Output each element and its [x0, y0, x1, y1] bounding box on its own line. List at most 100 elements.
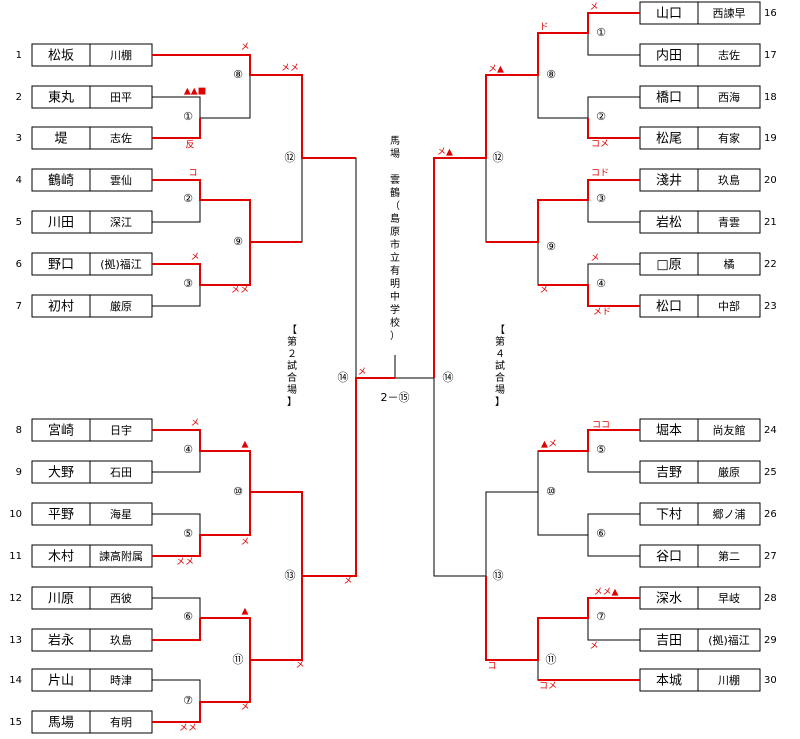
player-box[interactable]: 鶴崎雲仙4	[16, 168, 153, 192]
player-box[interactable]: 初村厳原7	[16, 294, 153, 318]
match-number: ⑪	[233, 653, 244, 666]
player-name: 宮崎	[48, 423, 74, 439]
player-affiliation: (拠)福江	[100, 257, 142, 271]
player-name: 大野	[48, 466, 74, 481]
match-number: ⑩	[546, 485, 556, 498]
player-name: 馬場	[48, 716, 74, 731]
seed-number: 27	[764, 551, 777, 562]
result-mark: メ▲	[488, 65, 504, 75]
seed-number: 23	[764, 301, 777, 312]
seed-number: 6	[16, 259, 22, 270]
venue-char: 第	[287, 335, 297, 348]
player-affiliation: 諫高附属	[99, 549, 143, 563]
player-box[interactable]: 岩永玖島13	[9, 628, 153, 652]
player-name: 川原	[48, 592, 74, 607]
seed-number: 18	[764, 92, 777, 103]
match-number: ⑪	[546, 653, 557, 666]
venue-char: 校	[390, 316, 400, 329]
seed-number: 30	[764, 675, 777, 686]
player-name: 谷口	[656, 550, 682, 565]
venue-char: 原	[390, 226, 400, 238]
seed-number: 17	[764, 50, 777, 61]
player-box[interactable]: 堤志佐3	[16, 126, 153, 150]
match-number: ⑤	[183, 527, 193, 540]
seed-number: 21	[764, 217, 777, 228]
player-box[interactable]: 松坂川棚1	[16, 43, 153, 67]
result-mark: メ	[190, 253, 199, 263]
player-name: 川田	[48, 216, 74, 231]
player-affiliation: 雲仙	[110, 174, 132, 187]
venue-char: 場	[390, 147, 400, 160]
player-affiliation: 郷ノ浦	[713, 507, 746, 521]
venue-char: 学	[390, 303, 400, 316]
seed-number: 22	[764, 259, 777, 270]
venue-char: 有	[390, 264, 400, 277]
player-affiliation: 有明	[110, 715, 132, 729]
match-number: ⑫	[285, 151, 296, 164]
seed-number: 20	[764, 175, 777, 186]
match-number: ⑧	[233, 68, 243, 81]
player-box[interactable]: 東丸田平2	[16, 85, 153, 109]
result-mark: コメ	[591, 140, 609, 150]
player-box[interactable]: 片山時津14	[9, 668, 153, 692]
match-number: ②	[596, 110, 606, 123]
match-number: ④	[596, 277, 606, 290]
result-mark: メ	[589, 642, 598, 652]
venue-char: ）	[390, 330, 400, 342]
player-box[interactable]: 大野石田9	[16, 460, 153, 484]
player-affiliation: 玖島	[718, 173, 740, 187]
player-box[interactable]: 宮崎日宇8	[16, 418, 153, 442]
match-number: ②	[183, 192, 193, 205]
venue-char: 】	[287, 396, 297, 408]
match-number: ⑬	[285, 569, 296, 582]
match-number: ⑦	[183, 694, 193, 707]
player-box[interactable]: 馬場有明15	[9, 710, 153, 734]
seed-number: 10	[9, 509, 22, 520]
seed-number: 25	[764, 467, 777, 478]
player-affiliation: 川棚	[718, 673, 740, 687]
player-name: 松尾	[656, 132, 682, 147]
player-box[interactable]: 野口(拠)福江6	[16, 252, 153, 276]
player-affiliation: 中部	[718, 299, 740, 313]
match-number: ⑥	[596, 527, 606, 540]
seed-number: 4	[16, 175, 22, 186]
player-name: 堀本	[656, 424, 682, 439]
player-box[interactable]: 木村諫高附属11	[9, 544, 153, 568]
venue-char: 馬	[390, 135, 400, 147]
match-number: ⑭	[338, 371, 349, 384]
player-name: 松口	[656, 300, 682, 315]
result-mark: メメ	[281, 64, 299, 74]
venue-char: 明	[390, 278, 400, 290]
player-name: 深水	[656, 592, 682, 607]
player-affiliation: 玖島	[110, 633, 132, 647]
venue-char: 【	[495, 324, 505, 336]
player-box[interactable]: 川田深江5	[16, 210, 153, 234]
seed-number: 13	[9, 635, 22, 646]
venue-char: 試	[287, 359, 297, 372]
match-number: ③	[596, 192, 606, 205]
seed-number: 14	[9, 675, 22, 686]
player-name: 山口	[656, 7, 682, 22]
player-box[interactable]: 川原西彼12	[9, 586, 153, 610]
player-box[interactable]: 松口 中部 23	[639, 294, 777, 318]
match-number: ①	[183, 110, 193, 123]
final-match-label: 2－⑮	[381, 391, 410, 404]
player-box[interactable]: 平野海星10	[9, 502, 153, 526]
player-name: 東丸	[48, 90, 74, 106]
seed-number: 3	[16, 133, 22, 144]
